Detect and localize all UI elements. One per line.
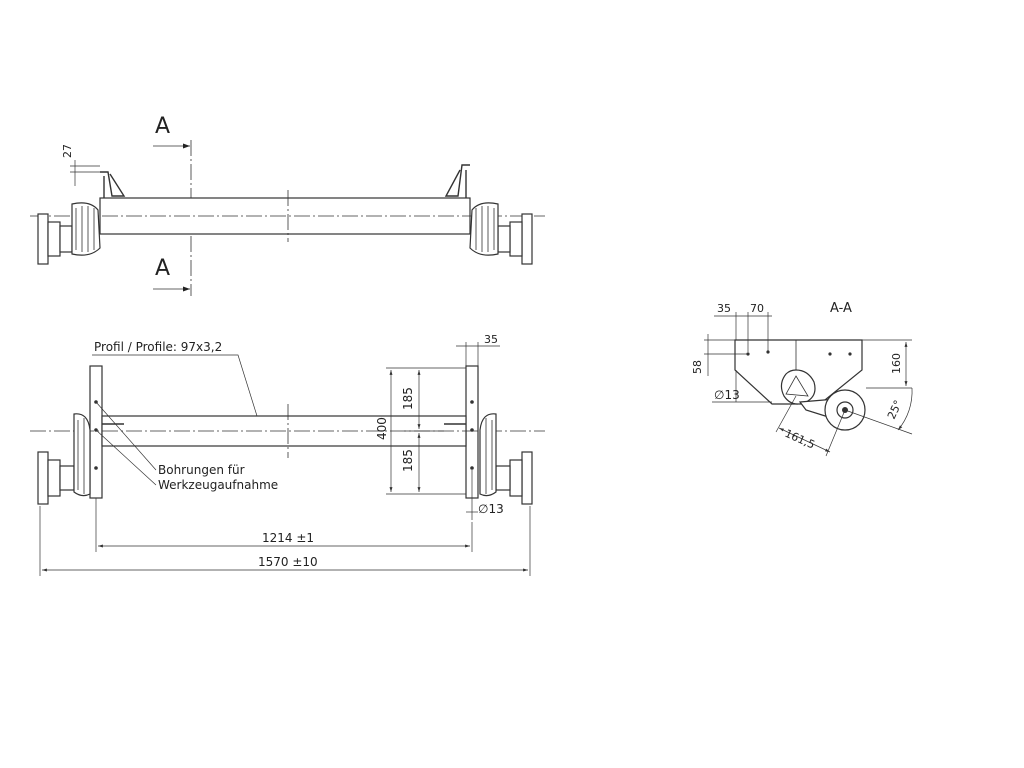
note-line-1: Bohrungen für (158, 463, 245, 477)
profile-leader (92, 354, 258, 417)
bracket-right (444, 164, 470, 197)
plate-left (89, 365, 103, 499)
dim-400-label: 400 (375, 417, 389, 440)
hole-left-3 (94, 466, 98, 470)
sec-dim-angle-ray (844, 409, 913, 435)
dim-185-lower-label: 185 (401, 449, 415, 472)
front-view: Profil / Profile: 97x3,2 (30, 333, 545, 576)
bracket-sides (103, 170, 467, 200)
sec-dim-58: 58 (691, 360, 704, 374)
dim-1570-label: 1570 ±10 (258, 555, 318, 569)
hub-left-front (37, 413, 91, 505)
sec-dim-70: 70 (750, 302, 764, 315)
hub-left-top (37, 202, 101, 265)
sec-dim-hole: ∅13 (714, 388, 740, 402)
sec-dim-angle: 25° (885, 398, 905, 421)
hub-right-front (479, 413, 533, 505)
section-title: A-A (830, 301, 852, 316)
dim-27-label: 27 (61, 144, 74, 158)
profile-label: Profil / Profile: 97x3,2 (94, 340, 222, 354)
section-marker-top: A (155, 114, 170, 139)
section-hole-3 (828, 352, 832, 356)
sec-dim-radius-line (778, 427, 831, 453)
sec-dim-35: 35 (717, 302, 731, 315)
note-line-2: Werkzeugaufnahme (158, 478, 278, 492)
dim-185-upper-label: 185 (401, 387, 415, 410)
hub-right-top (469, 202, 533, 265)
dim-hole-label: ∅13 (478, 502, 504, 516)
note-leader-2 (95, 429, 157, 486)
sec-dim-160: 160 (890, 353, 903, 374)
dim-35-label: 35 (484, 333, 498, 346)
section-tube-inner (785, 375, 809, 397)
top-view: A A 27 (30, 114, 545, 296)
sec-dim-radius-ext-a (775, 395, 797, 433)
sec-dim-angle-arc (897, 387, 913, 431)
section-hole-4 (848, 352, 852, 356)
section-view: A-A 35 70 58 ∅13 1 (691, 301, 913, 457)
bracket-left (100, 171, 126, 197)
note-leader-1 (95, 401, 157, 471)
hole-right-1 (470, 400, 474, 404)
dim-1214-label: 1214 ±1 (262, 531, 314, 545)
hole-right-3 (470, 466, 474, 470)
sec-dim-radius: 161,5 (783, 427, 817, 452)
section-marker-bottom: A (155, 256, 170, 281)
